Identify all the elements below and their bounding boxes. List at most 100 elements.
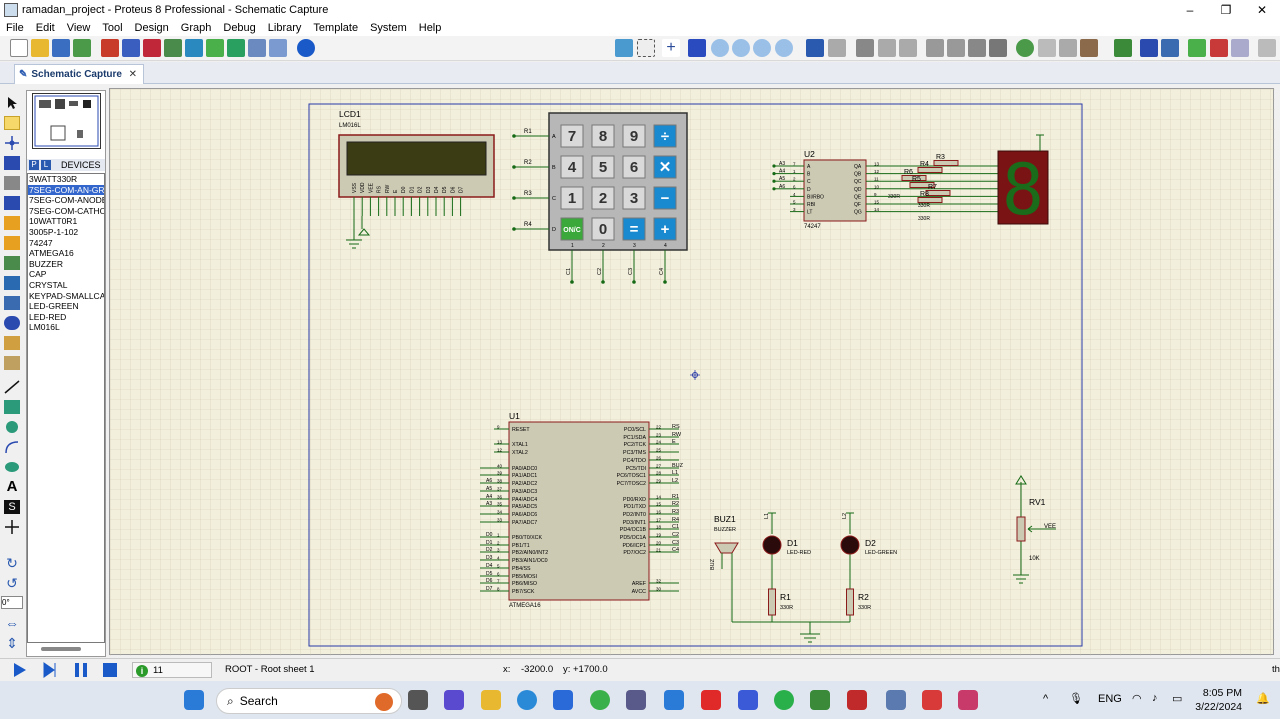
tray-chevron-icon[interactable]: ^: [1043, 693, 1049, 705]
text-tool-icon[interactable]: A: [6, 478, 18, 495]
3d-viewer-icon[interactable]: [164, 39, 182, 57]
proteus-taskbar-icon[interactable]: [886, 690, 906, 710]
block-rotate-icon[interactable]: [968, 39, 986, 57]
decoder-74247[interactable]: U2 74247 A7B1C2D6BI/RBO4RBI5LT3A3A4A5A6Q…: [772, 149, 998, 230]
zoom-all-icon[interactable]: [753, 39, 771, 57]
library-manager-button[interactable]: L: [41, 160, 51, 170]
pan-icon[interactable]: [688, 39, 706, 57]
copy-icon[interactable]: [878, 39, 896, 57]
selection-mode-icon[interactable]: [4, 96, 20, 110]
menu-debug[interactable]: Debug: [223, 22, 256, 34]
search-tag-icon[interactable]: [1140, 39, 1158, 57]
teams-chat-icon[interactable]: [444, 690, 464, 710]
task-view-icon[interactable]: [408, 690, 428, 710]
new-file-icon[interactable]: [10, 39, 28, 57]
terminal-icon[interactable]: [4, 236, 20, 250]
keypad-key[interactable]: [622, 186, 646, 210]
keypad-key[interactable]: [591, 155, 615, 179]
list-item[interactable]: LED-RED: [29, 311, 67, 322]
symbol-tool-icon[interactable]: S: [4, 500, 20, 514]
package-tool-icon[interactable]: [1059, 39, 1077, 57]
menu-system[interactable]: System: [370, 22, 407, 34]
segment-resistor[interactable]: [901, 175, 927, 181]
bus-icon[interactable]: [4, 196, 20, 210]
menu-tool[interactable]: Tool: [102, 22, 123, 34]
component-mode-icon[interactable]: [4, 116, 20, 130]
keypad-key[interactable]: [653, 186, 677, 210]
keypad-key[interactable]: [560, 186, 584, 210]
device-pin-icon[interactable]: [4, 256, 20, 270]
pick-devices-button[interactable]: P: [29, 160, 39, 170]
volume-icon[interactable]: ♪: [1152, 692, 1158, 704]
segment-resistor[interactable]: [909, 182, 935, 188]
origin-icon[interactable]: +: [662, 39, 680, 57]
taskbar-search[interactable]: ⌕ Search: [216, 688, 402, 714]
segment-resistor[interactable]: [917, 167, 943, 173]
design-explorer-icon[interactable]: [206, 39, 224, 57]
undo-icon[interactable]: [806, 39, 824, 57]
keypad-key[interactable]: [622, 155, 646, 179]
menu-template[interactable]: Template: [313, 22, 359, 34]
buzzer-component[interactable]: BUZ1 BUZZER BUZ: [710, 514, 739, 622]
gerber-icon[interactable]: [185, 39, 203, 57]
mirror-vertical-icon[interactable]: ⇕: [6, 635, 18, 651]
property-tool-icon[interactable]: [1161, 39, 1179, 57]
wire-label-icon[interactable]: [4, 156, 20, 170]
wire-autorouter-icon[interactable]: [1114, 39, 1132, 57]
list-item[interactable]: CAP: [29, 269, 47, 280]
delete-sheet-icon[interactable]: [1210, 39, 1228, 57]
voltage-probe-icon[interactable]: [4, 336, 20, 350]
segment-resistor[interactable]: [925, 190, 951, 196]
microphone-icon[interactable]: 🎙: [1069, 693, 1083, 705]
block-copy-icon[interactable]: [926, 39, 944, 57]
list-item[interactable]: 3WATT330R: [29, 174, 78, 184]
vscode-icon[interactable]: [664, 690, 684, 710]
keypad-key[interactable]: [591, 217, 615, 241]
settings-app-icon[interactable]: [626, 690, 646, 710]
marker-tool-icon[interactable]: [4, 520, 20, 534]
graph-mode-icon[interactable]: [4, 276, 20, 290]
menu-library[interactable]: Library: [267, 22, 302, 34]
list-item[interactable]: 7SEG-COM-ANODE: [29, 195, 104, 206]
list-item[interactable]: LED-GREEN: [29, 301, 79, 312]
list-item[interactable]: BUZZER: [29, 258, 63, 269]
arc-tool-icon[interactable]: [4, 440, 20, 454]
decompose-icon[interactable]: [1080, 39, 1098, 57]
junction-dot-icon[interactable]: [4, 136, 20, 150]
home-icon[interactable]: [101, 39, 119, 57]
source-code-icon[interactable]: [248, 39, 266, 57]
new-sheet-icon[interactable]: [1188, 39, 1206, 57]
list-item[interactable]: 7SEG-COM-CATHODE: [29, 205, 104, 216]
youtube-icon[interactable]: [701, 690, 721, 710]
path-tool-icon[interactable]: [4, 460, 20, 474]
list-item[interactable]: ATMEGA16: [29, 248, 74, 259]
file-explorer-icon[interactable]: [481, 690, 501, 710]
system-clock[interactable]: 8:05 PM 3/22/2024: [1195, 686, 1242, 714]
zoom-area-icon[interactable]: [775, 39, 793, 57]
battery-icon[interactable]: ▭: [1172, 693, 1183, 705]
list-item[interactable]: KEYPAD-SMALLCALC: [29, 290, 104, 301]
device-list-scrollbar[interactable]: [41, 647, 81, 651]
mirror-horizontal-icon[interactable]: ⇔: [5, 615, 19, 631]
wifi-icon[interactable]: ◠: [1132, 693, 1142, 705]
segment-resistor[interactable]: [933, 160, 959, 166]
list-item[interactable]: 3005P-1-102: [29, 226, 79, 237]
start-button-icon[interactable]: [184, 690, 204, 710]
edge-browser-icon[interactable]: [517, 690, 537, 710]
keypad-key[interactable]: [560, 124, 584, 148]
line-tool-icon[interactable]: [4, 380, 20, 394]
overview-window[interactable]: [32, 93, 101, 149]
rotation-field[interactable]: 0°: [1, 596, 23, 609]
save-icon[interactable]: [52, 39, 70, 57]
rotate-cw-icon[interactable]: ↻: [6, 555, 18, 571]
excel-icon[interactable]: [810, 690, 830, 710]
import-icon[interactable]: [73, 39, 91, 57]
list-item[interactable]: 7SEG-COM-AN-GRN: [28, 184, 104, 196]
segment-resistor[interactable]: [917, 197, 943, 203]
pause-icon[interactable]: [75, 663, 87, 677]
menu-edit[interactable]: Edit: [35, 22, 55, 34]
virtual-instrument-icon[interactable]: [4, 356, 20, 370]
